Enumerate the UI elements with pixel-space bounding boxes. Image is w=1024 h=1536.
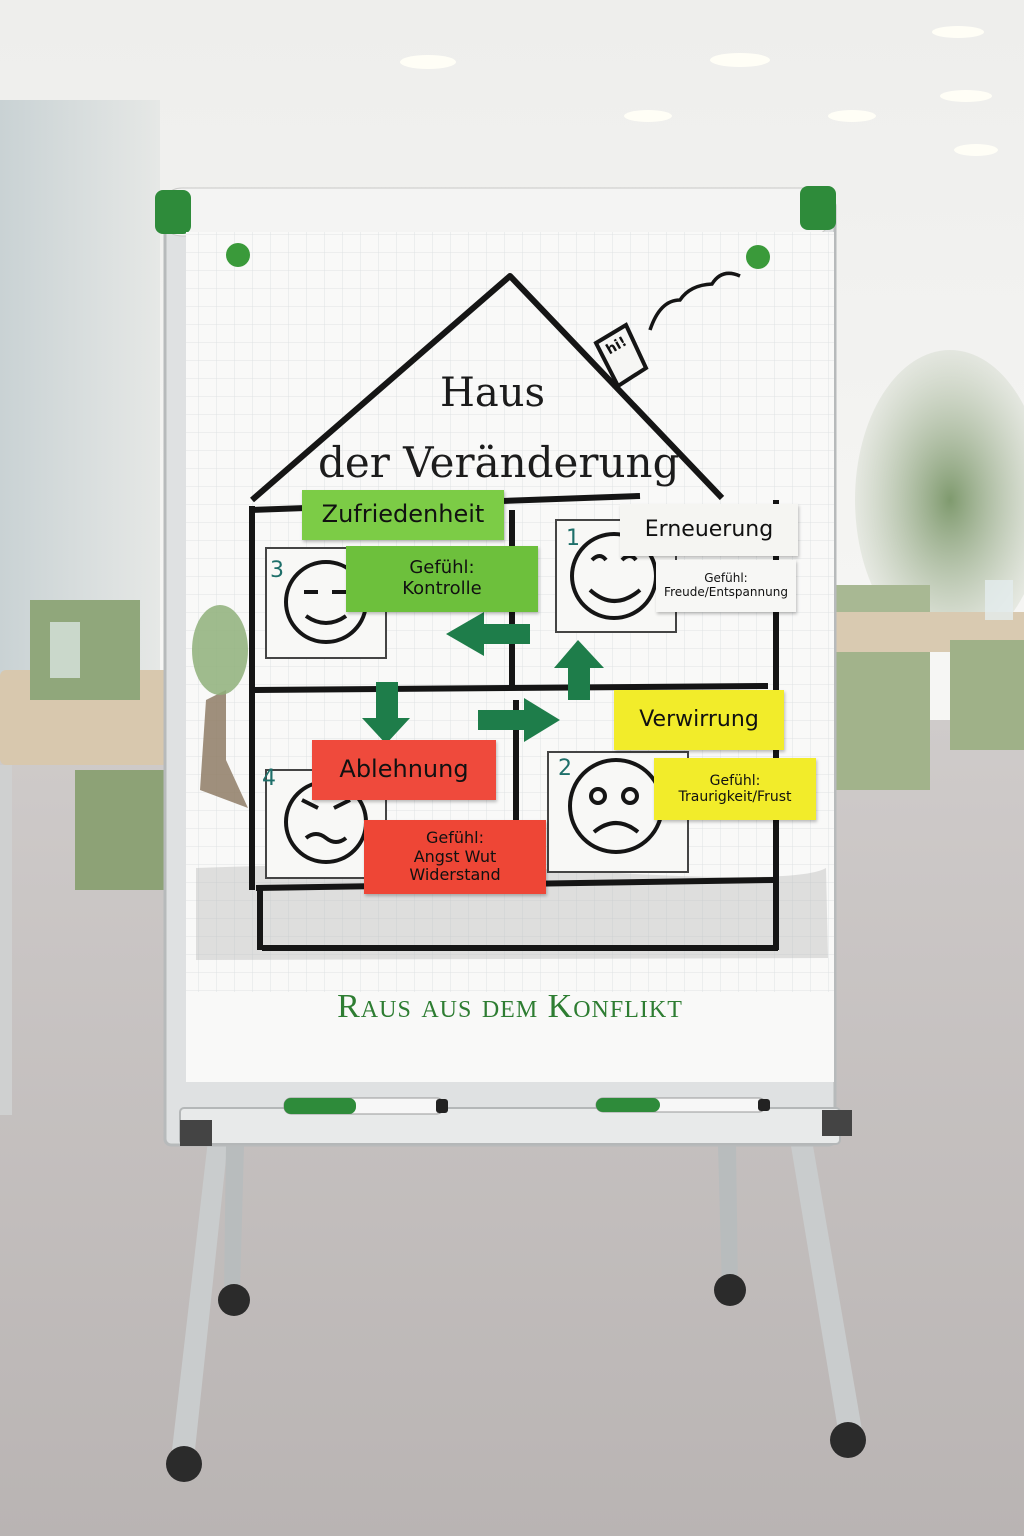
label-ablehnung: Ablehnung: [312, 740, 496, 800]
ceiling-light: [400, 55, 456, 69]
arrow-right-icon: [478, 698, 560, 742]
paper-roll: [159, 187, 833, 237]
room-number: 2: [558, 756, 572, 781]
easel-leg-rear-left: [224, 1145, 244, 1290]
chart-title-line2: der Veränderung: [318, 438, 680, 487]
room-number: 1: [566, 526, 580, 551]
ceiling-light: [954, 144, 998, 156]
easel-leg-left: [172, 1140, 228, 1450]
marker-tray: [179, 1107, 841, 1145]
feeling-traurigkeit: Gefühl: Traurigkeit/Frust: [654, 758, 816, 820]
caster-wheel: [714, 1274, 746, 1306]
caster-wheel: [218, 1284, 250, 1316]
arrow-icons: [362, 612, 604, 744]
feeling-freude: Gefühl: Freude/Entspannung: [656, 560, 796, 612]
magnet: [746, 245, 770, 269]
arrow-left-icon: [446, 612, 530, 656]
chart-title-line1: Haus: [440, 370, 546, 416]
feeling-angst: Gefühl: Angst Wut Widerstand: [364, 820, 546, 894]
room-number: 4: [262, 766, 276, 791]
caster-wheel: [166, 1446, 202, 1482]
chair: [75, 770, 165, 890]
flipchart-footer: Raus aus dem Konflikt: [337, 988, 683, 1025]
tree-drawing: [192, 605, 248, 808]
marker-pen: [595, 1097, 770, 1113]
easel-leg-rear-right: [718, 1145, 738, 1290]
marker-pen: [283, 1097, 448, 1115]
chimney-drawing: [593, 271, 741, 389]
label-erneuerung: Erneuerung: [620, 504, 798, 556]
chair: [830, 640, 930, 790]
ceiling-light: [624, 110, 672, 122]
easel-leg-right: [790, 1140, 862, 1430]
label-zufriedenheit: Zufriedenheit: [302, 490, 504, 540]
ceiling-light: [710, 53, 770, 67]
feeling-kontrolle: Gefühl: Kontrolle: [346, 546, 538, 612]
ceiling-light: [932, 26, 984, 38]
caster-wheel: [830, 1422, 866, 1458]
ceiling-light: [940, 90, 992, 102]
arrow-up-icon: [554, 640, 604, 700]
room-number: 3: [270, 558, 284, 583]
magnet: [226, 243, 250, 267]
chair: [950, 640, 1024, 750]
label-verwirrung: Verwirrung: [614, 690, 784, 750]
ceiling-light: [828, 110, 876, 122]
chair: [30, 600, 140, 700]
arrow-down-icon: [362, 682, 410, 744]
background-plant: [855, 350, 1024, 650]
